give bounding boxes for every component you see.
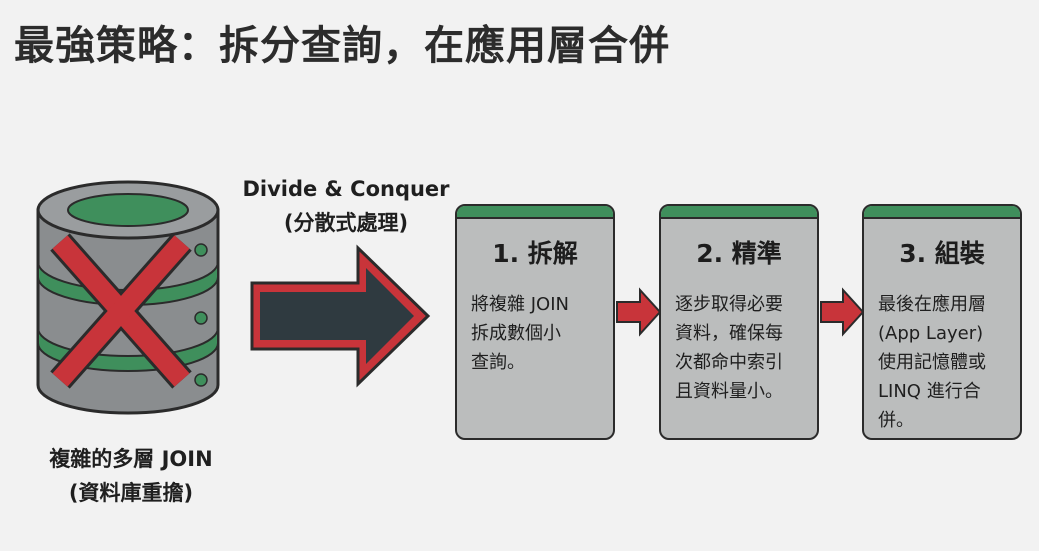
divide-conquer-subline: (分散式處理) bbox=[283, 211, 409, 235]
step-card-assemble: 3. 組裝 最後在應用層 (App Layer) 使用記憶體或 LINQ 進行合… bbox=[862, 204, 1022, 440]
step-text-line: 且資料量小。 bbox=[675, 381, 783, 402]
step-text-line: 併。 bbox=[878, 410, 914, 431]
step-title: 2. 精準 bbox=[696, 239, 782, 268]
step-title: 1. 拆解 bbox=[492, 239, 578, 268]
step-description: 將複雜 JOIN 拆成數個小 查詢。 bbox=[471, 290, 603, 377]
page-title: 最強策略：拆分查詢，在應用層合併 bbox=[14, 23, 670, 69]
step-text-line: 使用記憶體或 bbox=[878, 352, 986, 373]
step-description: 逐步取得必要 資料，確保每 次都命中索引 且資料量小。 bbox=[675, 290, 807, 406]
small-arrow-icon bbox=[616, 287, 662, 337]
divide-conquer-label: Divide & Conquer (分散式處理) bbox=[232, 172, 460, 240]
step-card-precise: 2. 精準 逐步取得必要 資料，確保每 次都命中索引 且資料量小。 bbox=[659, 204, 819, 440]
step-text-line: 資料，確保每 bbox=[675, 323, 783, 344]
step-card-decompose: 1. 拆解 將複雜 JOIN 拆成數個小 查詢。 bbox=[455, 204, 615, 440]
red-x-icon bbox=[50, 233, 192, 389]
step-text-line: 將複雜 JOIN bbox=[471, 294, 569, 315]
step-text-line: 最後在應用層 bbox=[878, 294, 986, 315]
step-text-line: 逐步取得必要 bbox=[675, 294, 783, 315]
small-arrow-icon bbox=[820, 287, 865, 337]
divide-conquer-line: Divide & Conquer bbox=[242, 177, 450, 201]
step-text-line: 拆成數個小 bbox=[471, 323, 561, 344]
step-title: 3. 組裝 bbox=[899, 239, 985, 268]
database-caption-subline: (資料庫重擔) bbox=[68, 481, 194, 505]
big-arrow-icon bbox=[250, 244, 431, 388]
step-text-line: 次都命中索引 bbox=[675, 352, 783, 373]
database-caption: 複雜的多層 JOIN (資料庫重擔) bbox=[16, 442, 246, 510]
step-text-line: 查詢。 bbox=[471, 352, 525, 373]
step-text-line: (App Layer) bbox=[878, 323, 984, 344]
database-caption-line: 複雜的多層 JOIN bbox=[49, 447, 213, 471]
step-description: 最後在應用層 (App Layer) 使用記憶體或 LINQ 進行合 併。 bbox=[878, 290, 1010, 435]
step-text-line: LINQ 進行合 bbox=[878, 381, 981, 402]
